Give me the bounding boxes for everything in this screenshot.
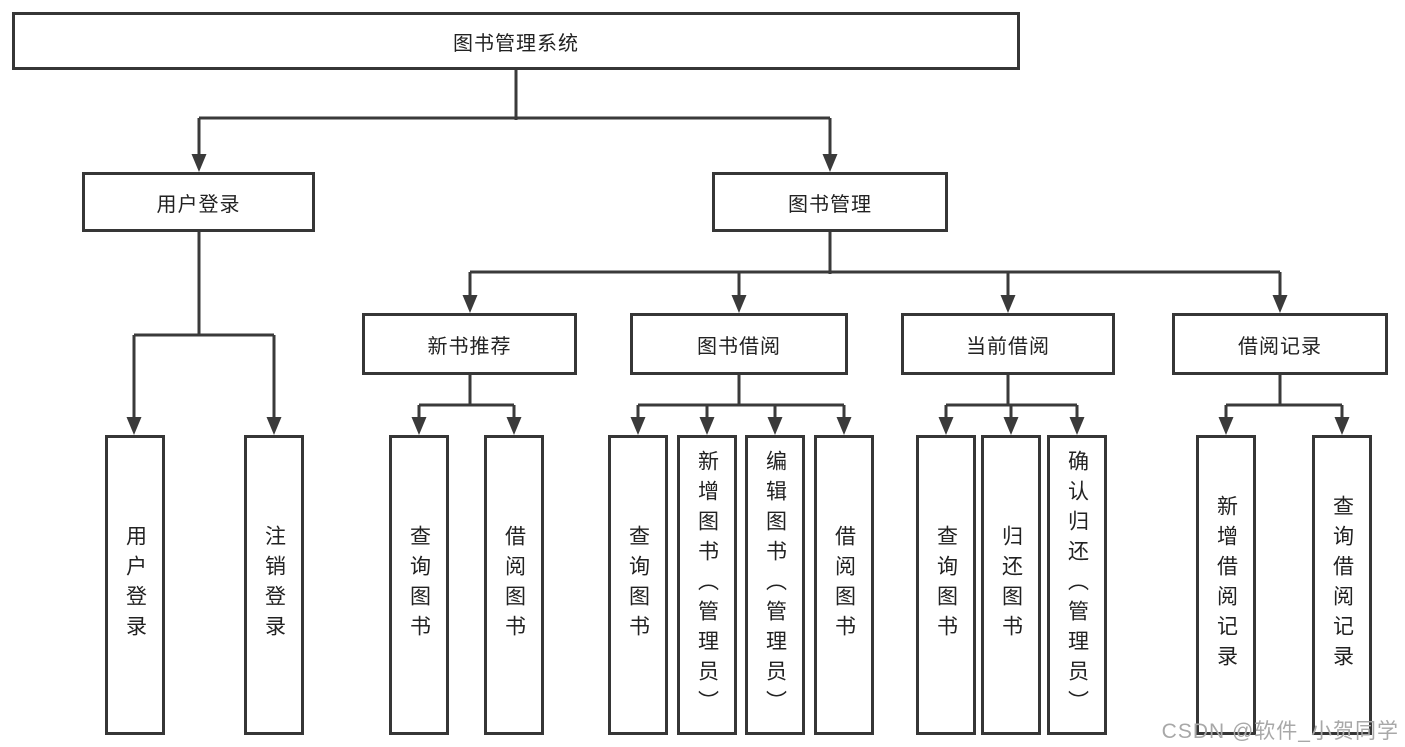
arrow-down-icon [411,417,427,435]
arrow-down-icon [822,154,838,172]
arrow-down-icon [1000,295,1016,313]
node-current-borrowing: 当前借阅 [901,313,1115,375]
arrow-down-icon [1334,417,1350,435]
leaf-query-books-current: 查询图书 [916,435,976,735]
leaf-edit-book-admin: 编辑图书（管理员） [745,435,805,735]
arrow-down-icon [1069,417,1085,435]
node-book-management: 图书管理 [712,172,948,232]
leaf-query-borrow-record: 查询借阅记录 [1312,435,1372,735]
arrow-down-icon [836,417,852,435]
csdn-watermark: CSDN @软件_小贺同学 [1161,720,1399,743]
leaf-return-book: 归还图书 [981,435,1041,735]
arrow-down-icon [1218,417,1234,435]
leaf-confirm-return-admin: 确认归还（管理员） [1047,435,1107,735]
arrow-down-icon [630,417,646,435]
leaf-add-borrow-record: 新增借阅记录 [1196,435,1256,735]
arrow-down-icon [506,417,522,435]
arrow-down-icon [126,417,142,435]
arrow-down-icon [1003,417,1019,435]
leaf-query-books-borrow: 查询图书 [608,435,668,735]
arrow-down-icon [699,417,715,435]
leaf-logout: 注销登录 [244,435,304,735]
node-book-borrowing: 图书借阅 [630,313,848,375]
leaf-query-books-recommend: 查询图书 [389,435,449,735]
node-user-login: 用户登录 [82,172,315,232]
node-new-book-recommendation: 新书推荐 [362,313,577,375]
arrow-down-icon [767,417,783,435]
arrow-down-icon [938,417,954,435]
arrow-down-icon [462,295,478,313]
node-borrowing-records: 借阅记录 [1172,313,1388,375]
node-library-management-system: 图书管理系统 [12,12,1020,70]
arrow-down-icon [1272,295,1288,313]
leaf-add-book-admin: 新增图书（管理员） [677,435,737,735]
arrow-down-icon [731,295,747,313]
leaf-borrow-books: 借阅图书 [814,435,874,735]
arrow-down-icon [191,154,207,172]
leaf-user-login: 用户登录 [105,435,165,735]
arrow-down-icon [266,417,282,435]
leaf-borrow-books-recommend: 借阅图书 [484,435,544,735]
